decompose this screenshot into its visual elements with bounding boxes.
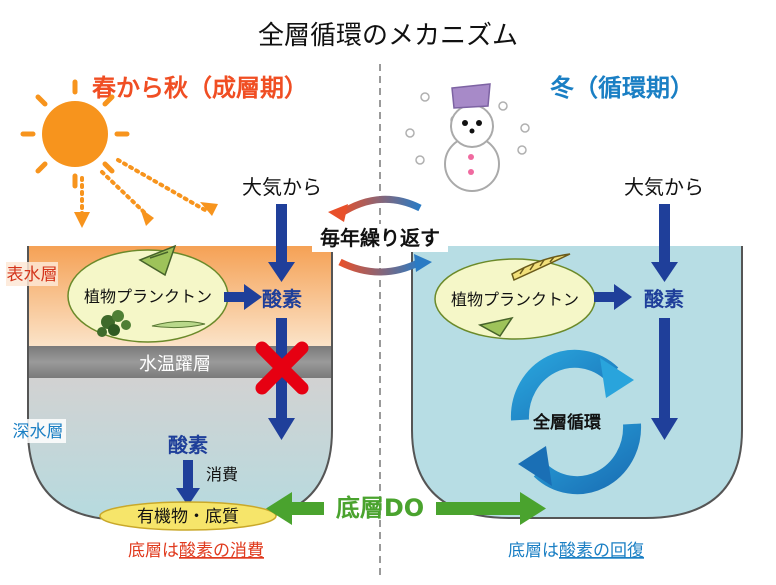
left-plankton-label: 植物プランクトン <box>84 287 212 306</box>
deep-layer-label: 深水層 <box>13 422 64 442</box>
thermocline-label: 水温躍層 <box>139 354 211 375</box>
left-caption-highlight: 酸素の消費 <box>179 541 264 561</box>
consumption-label: 消費 <box>206 465 238 484</box>
right-caption-highlight: 酸素の回復 <box>559 541 644 561</box>
right-caption: 底層は酸素の回復 <box>508 541 644 561</box>
air-to-oxygen-arrow-left <box>276 204 287 264</box>
sunlight-arrowhead <box>200 202 218 216</box>
sediment-ellipse <box>99 501 277 531</box>
right-oxygen: 酸素 <box>644 287 684 311</box>
circulation-label: 全層循環 <box>532 412 602 433</box>
diagram-title: 全層循環のメカニズム <box>258 21 518 51</box>
sunlight-arrows <box>80 158 207 216</box>
left-oxygen-top: 酸素 <box>262 287 302 311</box>
blocked-cross-icon <box>255 341 309 395</box>
sun-icon <box>20 79 130 189</box>
downward-oxygen-arrow-right <box>659 318 670 422</box>
air-to-oxygen-arrow-right <box>659 204 670 264</box>
phytoplankton-icon <box>477 253 571 337</box>
heading-spring-autumn: 春から秋（成層期） <box>92 74 308 102</box>
right-plankton-label: 植物プランクトン <box>451 290 579 309</box>
sunlight-arrowhead <box>140 208 154 226</box>
circulation-arrows-icon <box>510 349 642 495</box>
left-air-label: 大気から <box>242 175 322 199</box>
right-basin-outline <box>411 246 743 519</box>
bottom-do-label: 底層DO <box>336 494 424 522</box>
heading-winter: 冬（循環期） <box>550 74 694 102</box>
plankton-to-oxygen-arrow-left <box>224 292 246 302</box>
left-caption-prefix: 底層は <box>128 541 179 561</box>
consumption-arrow <box>183 460 193 490</box>
repeat-arrows-icon <box>328 195 432 276</box>
right-caption-prefix: 底層は <box>508 541 559 561</box>
left-caption: 底層は酸素の消費 <box>128 541 264 561</box>
repeat-label: 毎年繰り返す <box>320 226 440 250</box>
snowman-icon <box>405 83 530 192</box>
surface-layer-label: 表水層 <box>7 265 58 285</box>
right-air-label: 大気から <box>624 175 704 199</box>
sunlight-arrowhead <box>74 212 90 228</box>
plankton-to-oxygen-arrow-right <box>594 292 616 302</box>
sediment-label: 有機物・底質 <box>137 507 239 527</box>
left-oxygen-bottom: 酸素 <box>168 433 208 457</box>
phytoplankton-icon <box>97 244 206 337</box>
bottom-do-arrow <box>266 492 546 525</box>
